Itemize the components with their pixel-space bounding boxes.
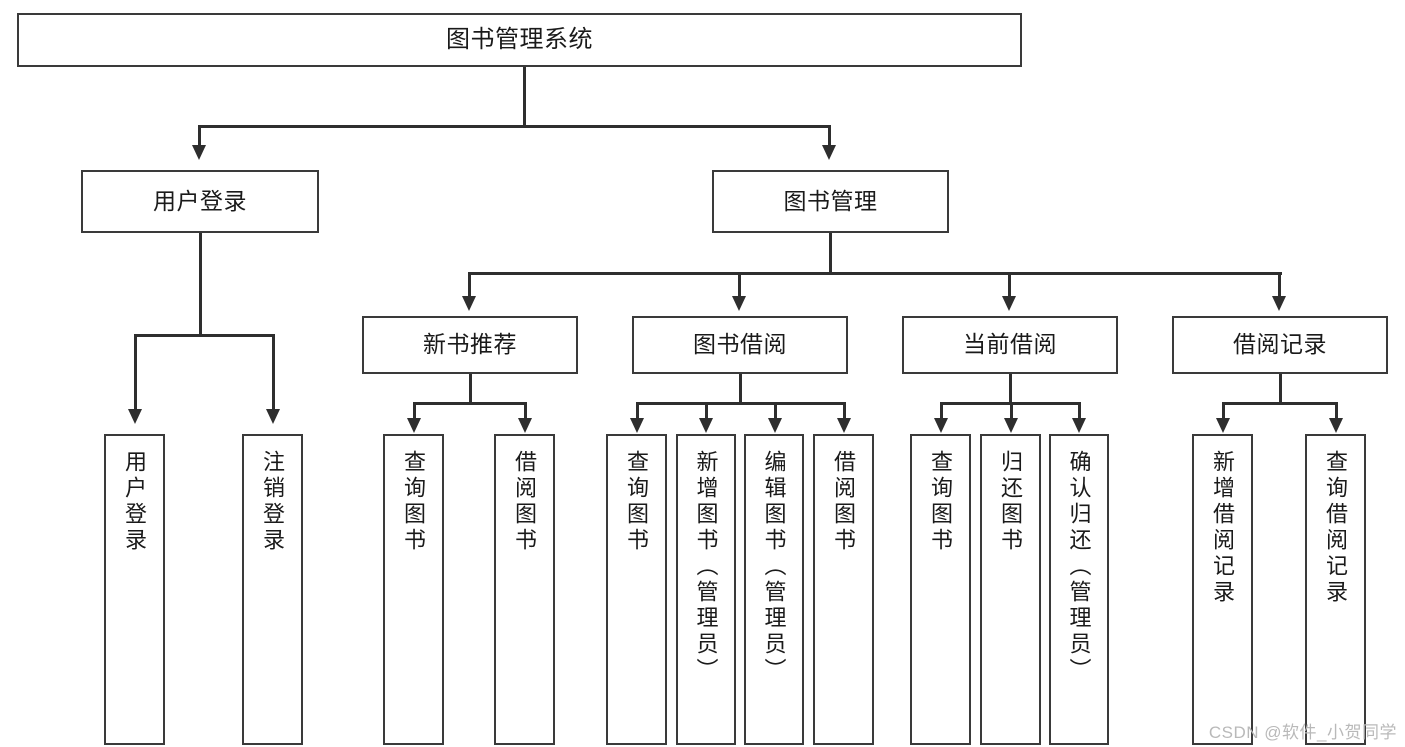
connector-borrow-record-to-leaf-0 [1222, 402, 1225, 420]
leaf-borrow-record-1[interactable]: 查询借阅记录 [1305, 434, 1366, 745]
arrow-root-to-book-mgmt [822, 145, 836, 160]
arrow-user-login-to-leaf-0 [128, 409, 142, 424]
arrow-book-borrow-to-leaf-2 [768, 418, 782, 433]
connector-current-borrow-to-leaf-2 [1078, 402, 1081, 420]
connector-borrow-record-to-leaf-1 [1335, 402, 1338, 420]
connector-book-mgmt-bus [468, 272, 1282, 275]
leaf-new-book-0-label: 查询图书 [401, 450, 427, 554]
connector-new-book-to-leaf-0 [413, 402, 416, 420]
connector-user-login-to-leaf-0 [134, 334, 137, 411]
leaf-book-borrow-3[interactable]: 借阅图书 [813, 434, 874, 745]
connector-user-login-bus [134, 334, 274, 337]
connector-book-mgmt-to-l3-2 [1008, 272, 1011, 298]
node-root-label: 图书管理系统 [446, 25, 593, 53]
node-current-borrow[interactable]: 当前借阅 [902, 316, 1118, 374]
connector-book-borrow-stem [739, 374, 742, 404]
connector-book-borrow-bus [636, 402, 844, 405]
arrow-book-mgmt-to-l3-1 [732, 296, 746, 311]
arrow-book-mgmt-to-l3-0 [462, 296, 476, 311]
connector-new-book-stem [469, 374, 472, 404]
arrow-user-login-to-leaf-1 [266, 409, 280, 424]
connector-book-mgmt-to-l3-1 [738, 272, 741, 298]
arrow-borrow-record-to-leaf-0 [1216, 418, 1230, 433]
node-user-login[interactable]: 用户登录 [81, 170, 319, 233]
arrow-book-borrow-to-leaf-1 [699, 418, 713, 433]
connector-root-to-user-login [198, 125, 201, 147]
node-current-borrow-label: 当前借阅 [963, 331, 1057, 358]
connector-root-to-book-mgmt [828, 125, 831, 147]
node-borrow-record-label: 借阅记录 [1233, 331, 1327, 358]
arrow-current-borrow-to-leaf-1 [1004, 418, 1018, 433]
connector-current-borrow-to-leaf-1 [1010, 402, 1013, 420]
node-borrow-record[interactable]: 借阅记录 [1172, 316, 1388, 374]
leaf-borrow-record-0-label: 新增借阅记录 [1210, 450, 1236, 606]
node-book-borrow[interactable]: 图书借阅 [632, 316, 848, 374]
arrow-book-mgmt-to-l3-2 [1002, 296, 1016, 311]
leaf-borrow-record-1-label: 查询借阅记录 [1323, 450, 1349, 606]
leaf-current-borrow-0[interactable]: 查询图书 [910, 434, 971, 745]
arrow-current-borrow-to-leaf-0 [934, 418, 948, 433]
connector-new-book-to-leaf-1 [524, 402, 527, 420]
arrow-book-mgmt-to-l3-3 [1272, 296, 1286, 311]
arrow-book-borrow-to-leaf-3 [837, 418, 851, 433]
leaf-book-borrow-2[interactable]: 编辑图书（管理员） [744, 434, 804, 745]
leaf-user-login-1-label: 注销登录 [260, 450, 286, 554]
leaf-user-login-0[interactable]: 用户登录 [104, 434, 165, 745]
connector-user-login-stem [199, 233, 202, 336]
node-new-book-recommend-label: 新书推荐 [423, 331, 517, 358]
connector-book-borrow-to-leaf-2 [774, 402, 777, 420]
connector-current-borrow-stem [1009, 374, 1012, 404]
connector-book-borrow-to-leaf-3 [843, 402, 846, 420]
connector-root-bus [198, 125, 830, 128]
arrow-book-borrow-to-leaf-0 [630, 418, 644, 433]
arrow-borrow-record-to-leaf-1 [1329, 418, 1343, 433]
connector-root-stem [523, 67, 526, 126]
connector-current-borrow-to-leaf-0 [940, 402, 943, 420]
leaf-book-borrow-1-label: 新增图书（管理员） [693, 450, 719, 684]
leaf-new-book-1[interactable]: 借阅图书 [494, 434, 555, 745]
connector-user-login-to-leaf-1 [272, 334, 275, 411]
arrow-root-to-user-login [192, 145, 206, 160]
node-book-borrow-label: 图书借阅 [693, 331, 787, 358]
leaf-current-borrow-2[interactable]: 确认归还（管理员） [1049, 434, 1109, 745]
arrow-new-book-to-leaf-0 [407, 418, 421, 433]
connector-new-book-bus [413, 402, 526, 405]
connector-book-mgmt-to-l3-0 [468, 272, 471, 298]
leaf-book-borrow-1[interactable]: 新增图书（管理员） [676, 434, 736, 745]
arrow-current-borrow-to-leaf-2 [1072, 418, 1086, 433]
connector-book-mgmt-stem [829, 233, 832, 274]
leaf-current-borrow-2-label: 确认归还（管理员） [1066, 450, 1092, 684]
leaf-book-borrow-2-label: 编辑图书（管理员） [761, 450, 787, 684]
leaf-user-login-0-label: 用户登录 [122, 450, 148, 554]
connector-borrow-record-bus [1222, 402, 1337, 405]
connector-book-mgmt-to-l3-3 [1278, 272, 1281, 298]
connector-borrow-record-stem [1279, 374, 1282, 404]
leaf-user-login-1[interactable]: 注销登录 [242, 434, 303, 745]
leaf-current-borrow-1-label: 归还图书 [998, 450, 1024, 554]
leaf-book-borrow-3-label: 借阅图书 [831, 450, 857, 554]
node-book-management[interactable]: 图书管理 [712, 170, 949, 233]
node-book-management-label: 图书管理 [783, 187, 878, 214]
connector-book-borrow-to-leaf-1 [705, 402, 708, 420]
connector-book-borrow-to-leaf-0 [636, 402, 639, 420]
leaf-current-borrow-0-label: 查询图书 [928, 450, 954, 554]
leaf-book-borrow-0-label: 查询图书 [624, 450, 650, 554]
arrow-new-book-to-leaf-1 [518, 418, 532, 433]
node-root[interactable]: 图书管理系统 [17, 13, 1022, 67]
node-user-login-label: 用户登录 [153, 187, 247, 214]
leaf-borrow-record-0[interactable]: 新增借阅记录 [1192, 434, 1253, 745]
leaf-new-book-1-label: 借阅图书 [512, 450, 538, 554]
leaf-book-borrow-0[interactable]: 查询图书 [606, 434, 667, 745]
leaf-new-book-0[interactable]: 查询图书 [383, 434, 444, 745]
leaf-current-borrow-1[interactable]: 归还图书 [980, 434, 1041, 745]
node-new-book-recommend[interactable]: 新书推荐 [362, 316, 578, 374]
